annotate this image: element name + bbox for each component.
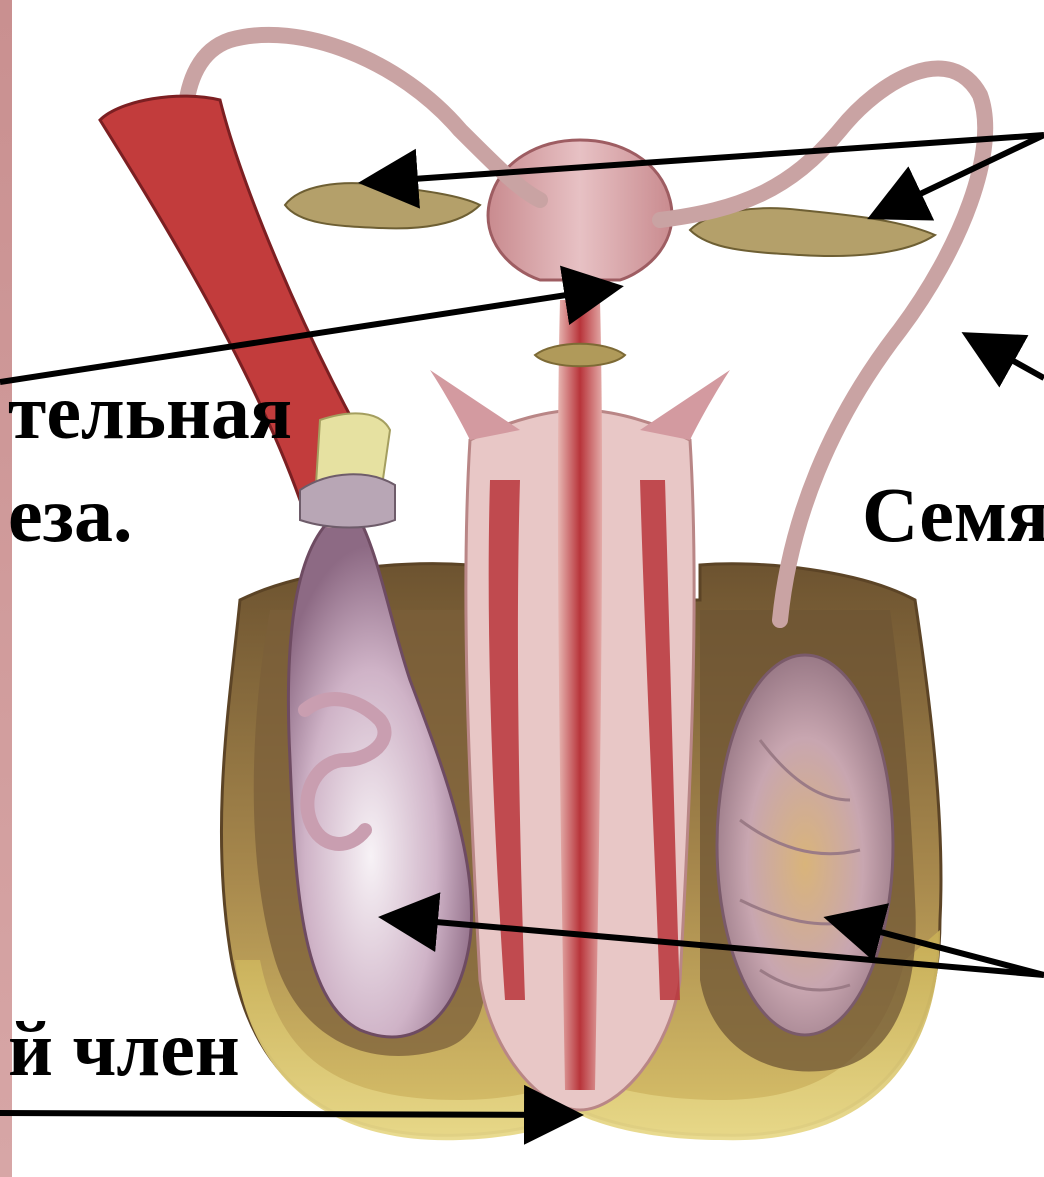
arrow-to-vas-deferens: [972, 338, 1044, 378]
label-gland-line2: еза.: [8, 476, 132, 554]
spermatic-cord-sleeve: [300, 474, 395, 527]
glans-right-flap: [640, 370, 730, 440]
label-duct-partial: Семя: [862, 476, 1044, 554]
label-penis-partial: й член: [8, 1010, 240, 1088]
seminal-vesicle-left: [285, 183, 480, 228]
arrow-to-penis: [0, 1113, 572, 1115]
glans-left-flap: [430, 370, 520, 440]
right-testis: [717, 655, 893, 1035]
urethra: [558, 300, 602, 1090]
prostate-ring: [535, 344, 625, 367]
label-gland-line1: тельная: [8, 373, 292, 451]
seminal-vesicle-right: [690, 208, 935, 256]
